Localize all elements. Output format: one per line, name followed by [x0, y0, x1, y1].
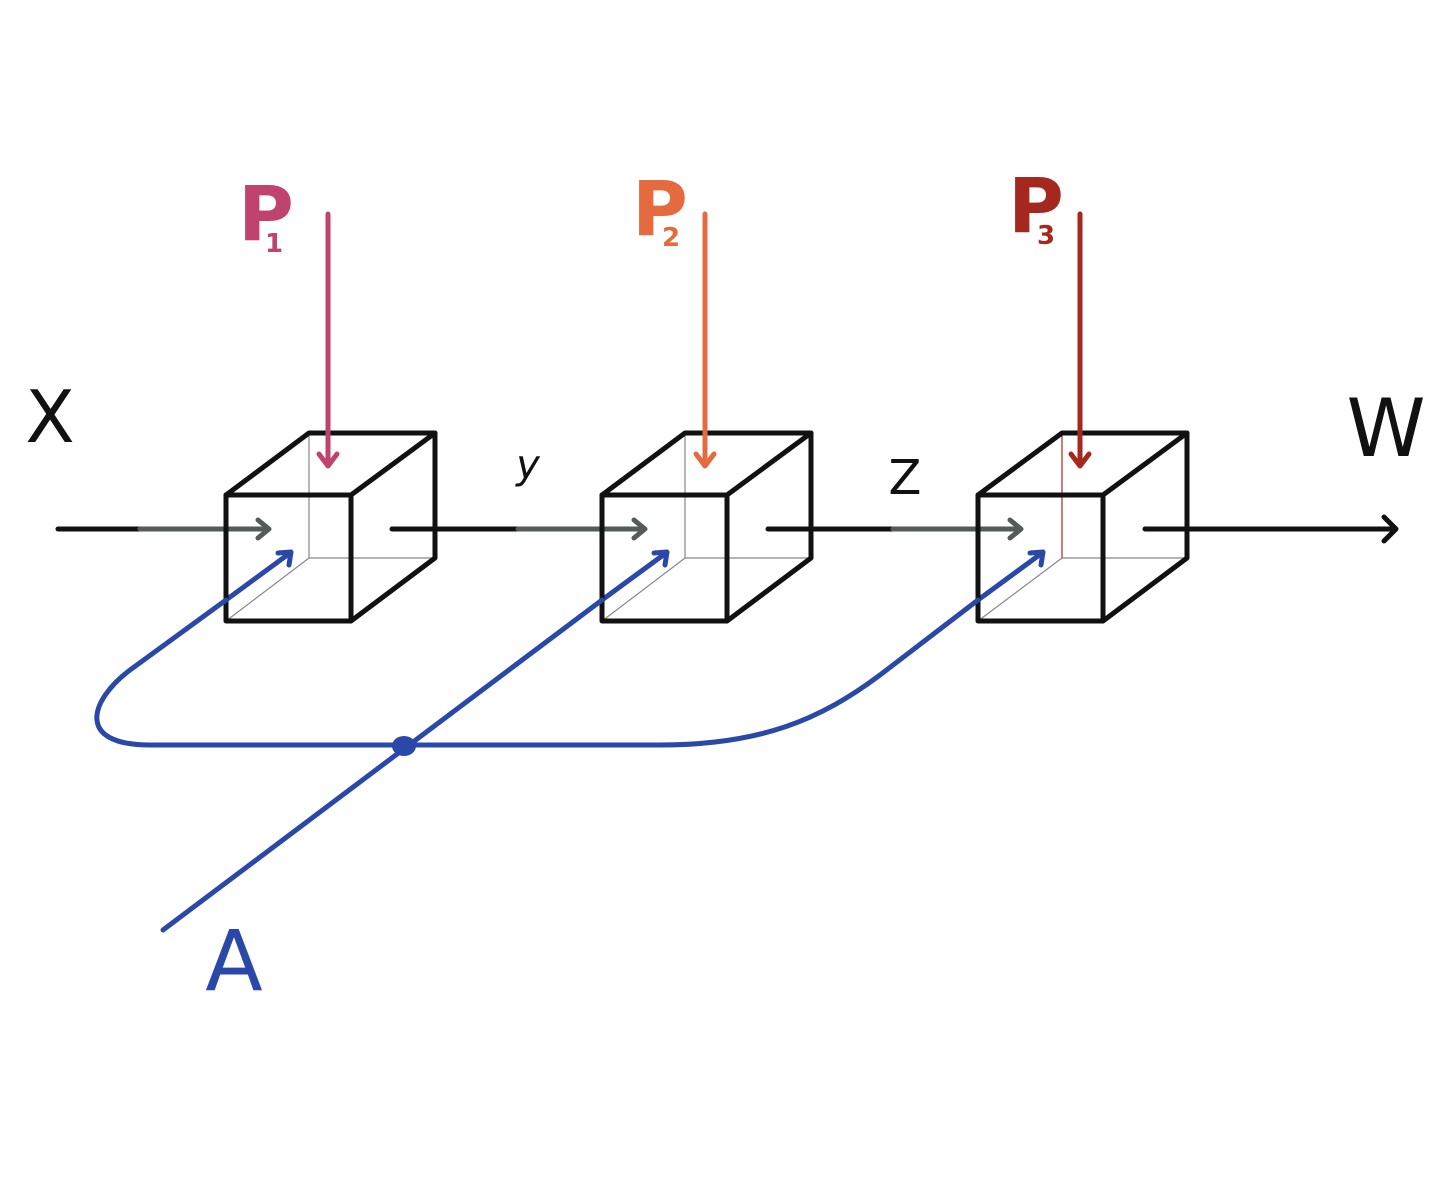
shared-input-lines — [94, 597, 981, 933]
shared-arrow-2 — [599, 550, 669, 603]
cube-2 — [515, 211, 814, 624]
shared-arrow-3 — [975, 550, 1045, 603]
p1-label-sub: 1 — [265, 229, 283, 259]
p1-label-main: P — [238, 169, 294, 258]
shared-arrow-1 — [223, 550, 293, 603]
p1-label: P 1 — [238, 169, 294, 259]
shared-input-label: A — [205, 912, 262, 1010]
shared-line-to-cube-3 — [402, 597, 981, 748]
p3-label-sub: 3 — [1037, 221, 1055, 251]
output-arrowhead — [1381, 514, 1399, 544]
cube-3 — [890, 211, 1190, 624]
shared-line-to-cube-2 — [160, 597, 605, 933]
p2-label-main: P — [632, 164, 688, 253]
output-label: W — [1346, 382, 1425, 475]
shared-line-to-cube-1 — [94, 597, 408, 748]
intermediate-label-z: Z — [889, 450, 922, 506]
cube-1 — [137, 211, 438, 624]
p2-label-sub: 2 — [662, 223, 680, 253]
p2-label: P 2 — [632, 164, 688, 253]
junction-dot — [392, 736, 416, 756]
intermediate-label-y: y — [515, 442, 541, 488]
input-label: X — [25, 375, 74, 459]
p3-label-main: P — [1008, 161, 1064, 250]
p3-label: P 3 — [1008, 161, 1064, 251]
